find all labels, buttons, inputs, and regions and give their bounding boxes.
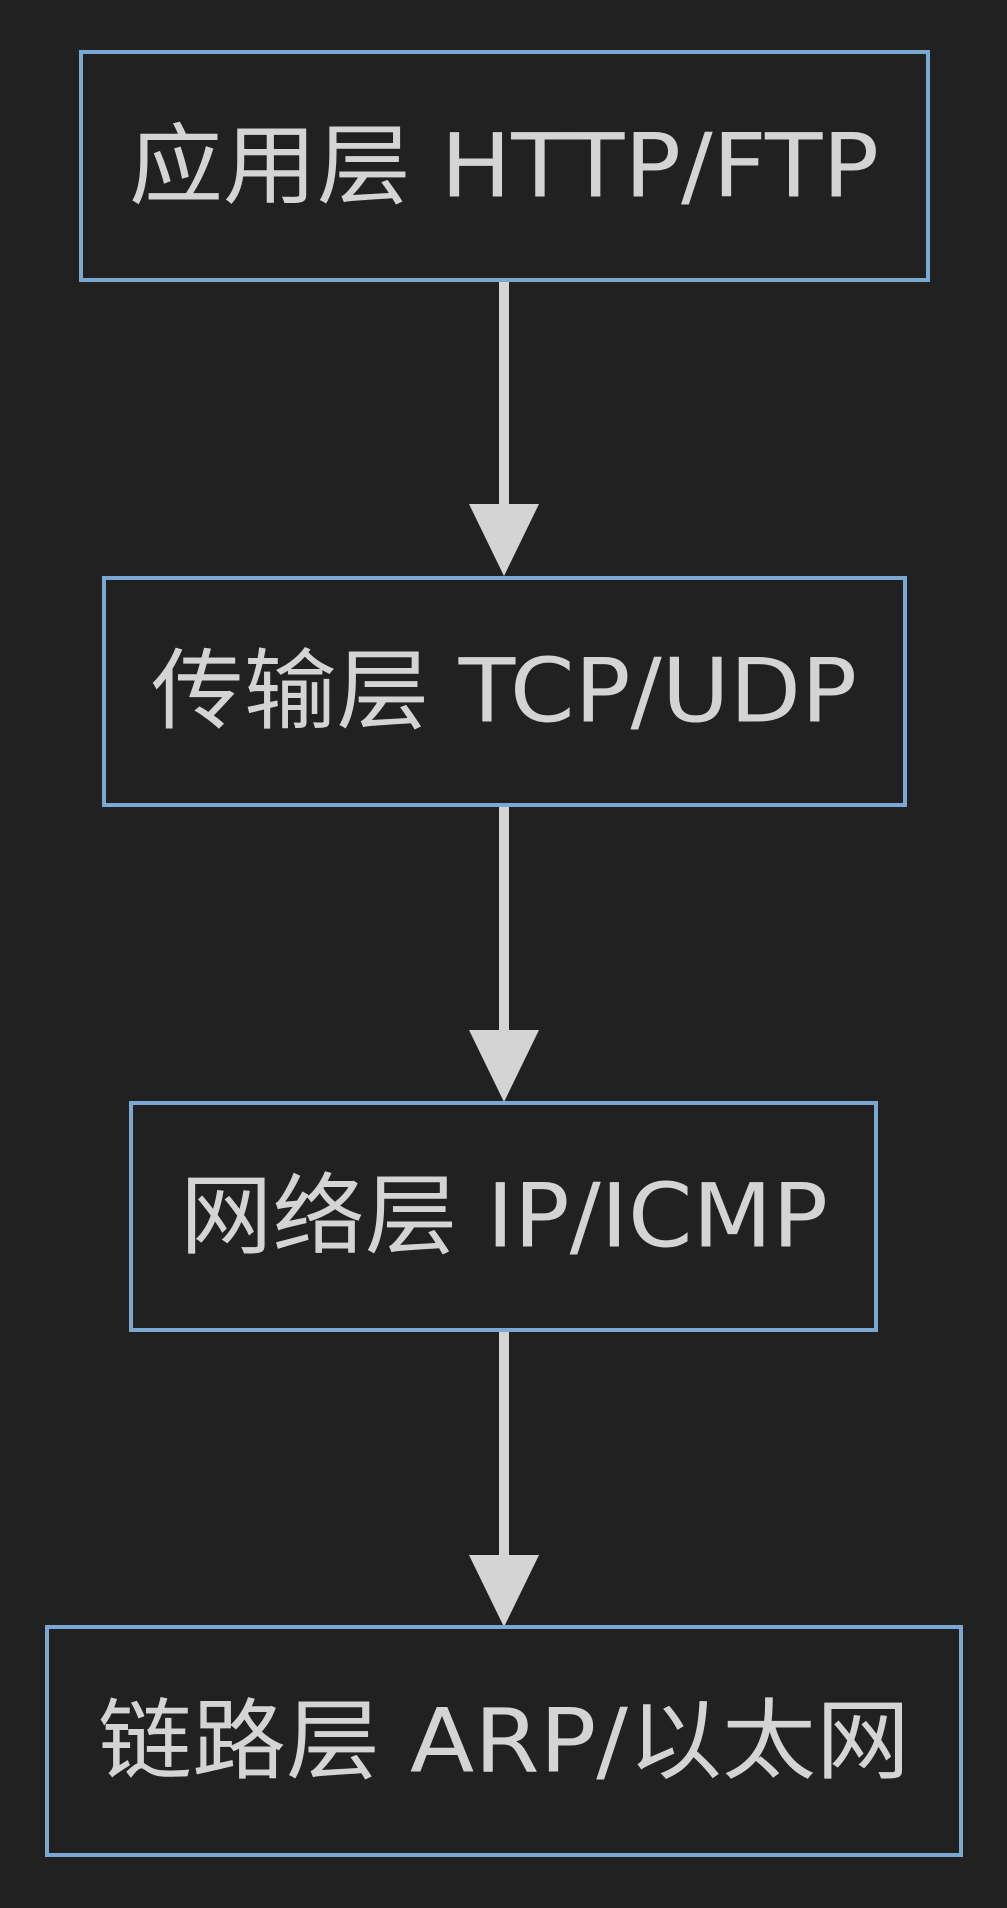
node-network: 网络层 IP/ICMP — [129, 1101, 878, 1332]
node-label-application: 应用层 HTTP/FTP — [129, 115, 879, 218]
arrowhead-icon — [469, 1555, 539, 1627]
node-application: 应用层 HTTP/FTP — [79, 50, 930, 282]
edge-application-to-transport — [469, 280, 539, 576]
arrowhead-icon — [469, 504, 539, 576]
node-link: 链路层 ARP/以太网 — [45, 1625, 963, 1857]
node-label-link: 链路层 ARP/以太网 — [98, 1690, 910, 1793]
node-label-network: 网络层 IP/ICMP — [180, 1165, 828, 1268]
edge-transport-to-network — [469, 805, 539, 1102]
arrowhead-icon — [469, 1030, 539, 1102]
edges — [469, 280, 539, 1627]
node-label-transport: 传输层 TCP/UDP — [151, 640, 857, 743]
edge-network-to-link — [469, 1330, 539, 1627]
node-transport: 传输层 TCP/UDP — [102, 576, 907, 807]
